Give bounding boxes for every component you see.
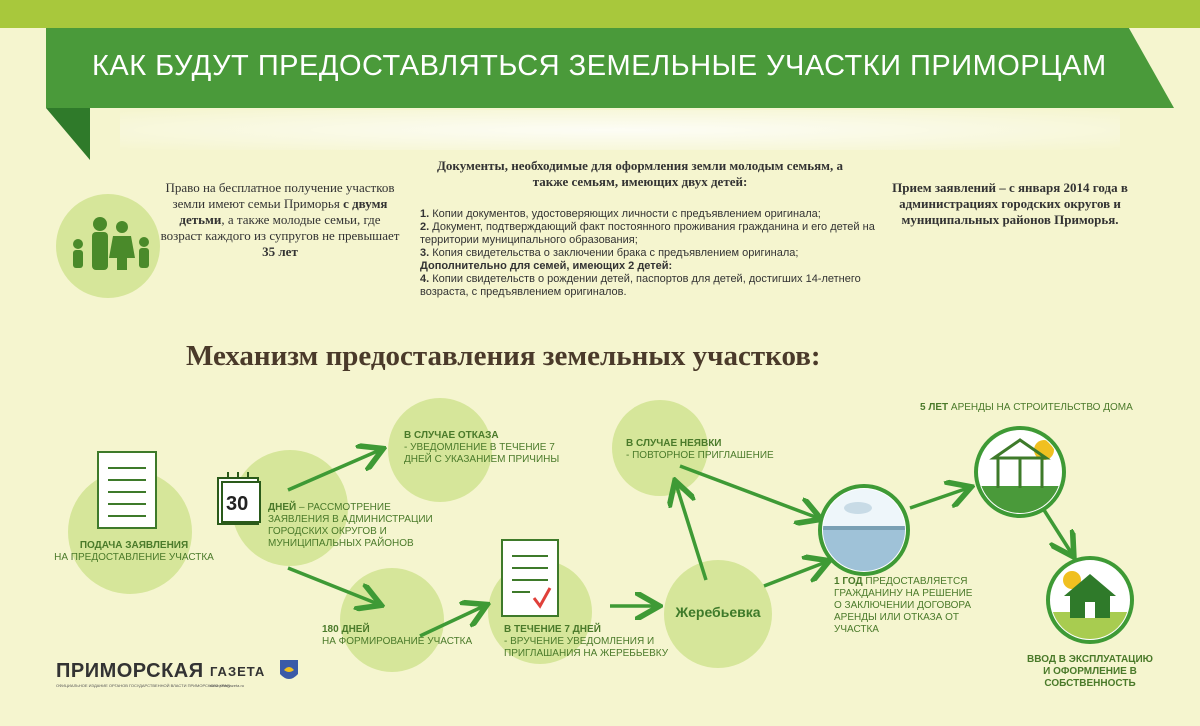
document-text-2: Документ, подтверждающий факт постоянног… [420,221,875,246]
logo-subtitle: ОФИЦИАЛЬНОЕ ИЗДАНИЕ ОРГАНОВ ГОСУДАРСТВЕН… [56,683,230,688]
application-text: НА ПРЕДОСТАВЛЕНИЕ УЧАСТКА [54,552,214,563]
document-num-4: 4. [420,273,430,285]
step-commission-label: ВВОД В ЭКСПЛУАТАЦИЮ И ОФОРМЛЕНИЕ В СОБСТ… [1027,654,1153,689]
step-application-label: ПОДАЧА ЗАЯВЛЕНИЯ НА ПРЕДОСТАВЛЕНИЕ УЧАСТ… [54,540,214,564]
newspaper-logo-suffix: ГАЗЕТА [210,664,266,679]
step-5years-label: 5 ЛЕТ АРЕНДЫ НА СТРОИТЕЛЬСТВО ДОМА [920,402,1140,414]
lottery-label: Жеребьевка [675,604,761,620]
document-item-2: 2. Документ, подтверждающий факт постоян… [420,221,890,247]
page-title: КАК БУДУТ ПРЕДОСТАВЛЯТЬСЯ ЗЕМЕЛЬНЫЕ УЧАС… [92,50,1107,82]
days30-bold: ДНЕЙ [268,502,297,513]
step-refusal-label: В СЛУЧАЕ ОТКАЗА - УВЕДОМЛЕНИЕ В ТЕЧЕНИЕ … [404,430,574,466]
document-item-1: 1. Копии документов, удостоверяющих личн… [420,208,890,221]
noshow-bold: В СЛУЧАЕ НЕЯВКИ [626,438,722,449]
acceptance-text: Прием заявлений – с января 2014 года в а… [892,180,1128,227]
calendar-number: 30 [226,493,249,515]
document-num-1: 1. [420,208,430,220]
document-item-4: 4. Копии свидетельств о рождении детей, … [420,273,890,299]
house-icon [1046,556,1134,644]
arrow-gazebo-to-house [1042,509,1072,554]
rights-text-1: Право на бесплатное получение участков з… [165,180,395,211]
emblem-icon [280,660,298,679]
document-additional: Дополнительно для семей, имеющих 2 детей… [420,260,673,272]
noshow-text: - ПОВТОРНОЕ ПРИГЛАШЕНИЕ [626,450,774,461]
gazebo-icon [974,426,1066,518]
document-num-2: 2. [420,221,430,233]
step-180days-circle [340,568,444,672]
step-180days-label: 180 ДНЕЙ НА ФОРМИРОВАНИЕ УЧАСТКА [322,624,492,648]
mechanism-title: Механизм предоставления земельных участк… [186,340,821,372]
step-7days-label: В ТЕЧЕНИЕ 7 ДНЕЙ - ВРУЧЕНИЕ УВЕДОМЛЕНИЯ … [504,624,680,660]
refusal-text: - УВЕДОМЛЕНИЕ В ТЕЧЕНИЕ 7 ДНЕЙ С УКАЗАНИ… [404,442,560,465]
logo-site: www.primgazeta.ru [210,683,245,688]
newspaper-logo: ПРИМОРСКАЯ [56,660,204,682]
title-banner [46,28,1174,108]
family-circle [56,194,160,298]
arrow-lake-to-gazebo [909,488,968,510]
rights-bold-2: 35 лет [262,244,298,259]
refusal-bold: В СЛУЧАЕ ОТКАЗА [404,430,499,441]
days180-text: НА ФОРМИРОВАНИЕ УЧАСТКА [322,636,473,647]
document-text-1: Копии документов, удостоверяющих личност… [432,208,821,220]
days180-bold: 180 ДНЕЙ [322,624,370,635]
document-text-3: Копия свидетельства о заключении брака с… [432,247,799,259]
lake-icon [818,484,910,576]
rights-bold-1: с двумя детьми [179,196,388,227]
rights-text: Право на бесплатное получение участков з… [160,180,400,260]
years5-text: АРЕНДЫ НА СТРОИТЕЛЬСТВО ДОМА [948,402,1133,413]
step-1year-label: 1 ГОД ПРЕДОСТАВЛЯЕТСЯ ГРАЖДАНИНУ НА РЕШЕ… [834,576,974,636]
step-noshow-label: В СЛУЧАЕ НЕЯВКИ - ПОВТОРНОЕ ПРИГЛАШЕНИЕ [626,438,786,462]
year1-bold: 1 ГОД [834,576,863,587]
arrow-noshow-to-lake [679,464,818,518]
years5-bold: 5 ЛЕТ [920,402,949,413]
step-application-circle [68,470,192,594]
document-item-3: 3. Копия свидетельства о заключении брак… [420,247,890,260]
step-refusal-circle [388,398,492,502]
days7-text: - ВРУЧЕНИЕ УВЕДОМЛЕНИЯ И ПРИГЛАШАНИЯ НА … [504,636,669,659]
year1-text: ПРЕДОСТАВЛЯЕТСЯ ГРАЖДАНИНУ НА РЕШЕНИЕ О … [834,576,973,635]
arrow-lottery-to-lake [763,562,826,588]
documents-title: Документы, необходимые для оформления зе… [436,158,844,189]
days7-bold: В ТЕЧЕНИЕ 7 ДНЕЙ [504,624,601,635]
top-strip [0,0,1200,28]
step-30days-label: ДНЕЙ – РАССМОТРЕНИЕ ЗАЯВЛЕНИЯ В АДМИНИСТ… [268,502,438,550]
documents-list: 1. Копии документов, удостоверяющих личн… [420,208,890,299]
application-bold: ПОДАЧА ЗАЯВЛЕНИЯ [79,540,189,551]
banner-fold [46,108,90,160]
document-num-3: 3. [420,247,430,259]
title-glow [120,110,1120,150]
rights-text-2: , а также молодые семьи, где возраст каж… [160,212,400,243]
days30-text: – РАССМОТРЕНИЕ ЗАЯВЛЕНИЯ В АДМИНИСТРАЦИИ… [268,502,433,549]
document-text-4: Копии свидетельств о рождении детей, пас… [420,273,861,298]
